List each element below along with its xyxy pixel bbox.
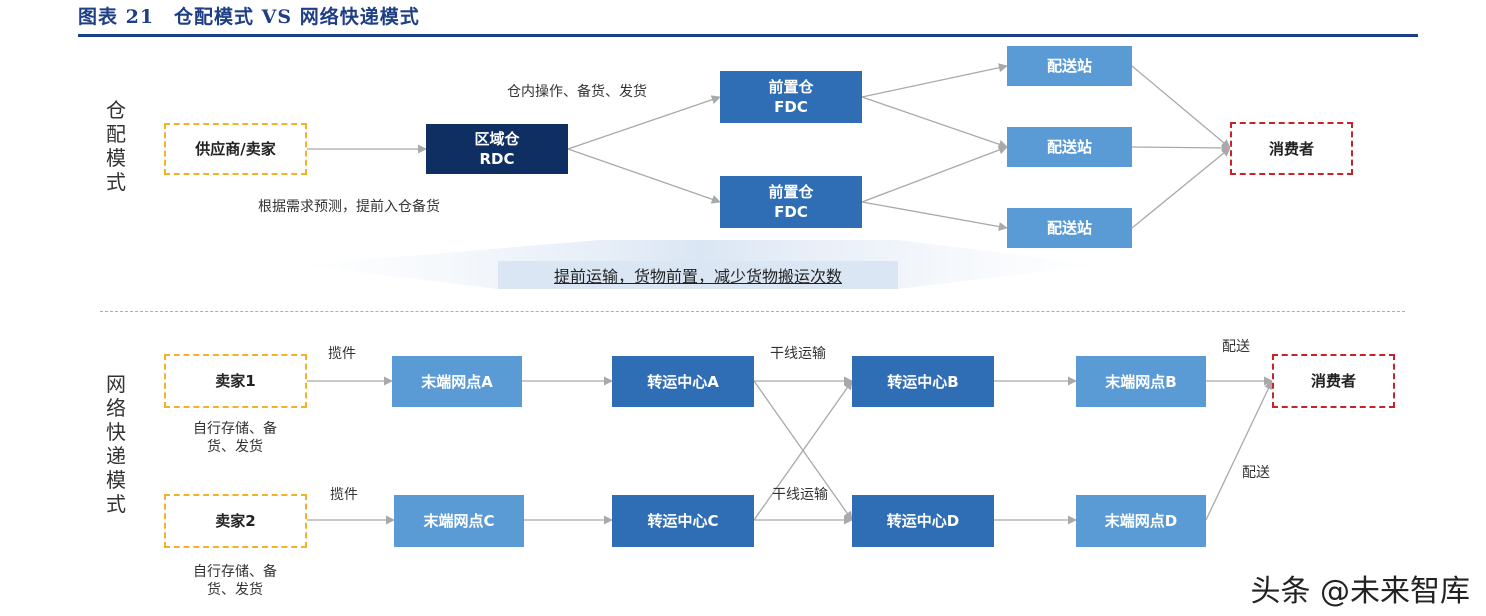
- side-char: 仓: [106, 98, 126, 122]
- supplier-box: 供应商/卖家: [164, 123, 307, 175]
- rdc-box: 区域仓 RDC: [426, 124, 568, 174]
- trunk-label-1: 干线运输: [770, 346, 826, 362]
- figure-title: 图表 21 仓配模式 VS 网络快递模式: [78, 6, 420, 28]
- trunk-label-2: 干线运输: [772, 487, 828, 503]
- node-d-box: 末端网点D: [1076, 495, 1206, 547]
- edge-fdc2-st2: [861, 145, 1008, 203]
- station-box-1: 配送站: [1007, 46, 1132, 86]
- node-b-box: 末端网点B: [1076, 356, 1206, 407]
- consumer-box-express: 消费者: [1272, 354, 1395, 408]
- fdc-label-cn: 前置仓: [768, 183, 814, 201]
- self-store-line: 货、发货: [207, 582, 263, 598]
- side-char: 网: [106, 372, 126, 396]
- fdc-label-en: FDC: [774, 203, 808, 221]
- self-store-line: 货、发货: [207, 439, 263, 455]
- pickup-label-2: 揽件: [330, 487, 358, 503]
- edge-fdc1-st2: [861, 96, 1008, 149]
- watermark: 头条 @未来智库: [1250, 574, 1470, 609]
- side-char: 式: [106, 492, 126, 516]
- hub-d-box: 转运中心D: [852, 495, 994, 547]
- ops-label: 仓内操作、备货、发货: [507, 84, 647, 100]
- edge-rdc-fdc1: [567, 95, 721, 150]
- edge-fdc2-st3: [861, 201, 1008, 232]
- side-char: 模: [106, 468, 126, 492]
- hub-c-box: 转运中心C: [612, 495, 754, 547]
- deliver-label-1: 配送: [1222, 339, 1250, 355]
- side-char: 配: [106, 122, 126, 146]
- fdc-box-1: 前置仓 FDC: [720, 71, 862, 123]
- hub-b-box: 转运中心B: [852, 356, 994, 407]
- side-char: 络: [106, 396, 126, 420]
- warehouse-side-label: 仓 配 模 式: [104, 98, 128, 194]
- deliver-label-2: 配送: [1242, 465, 1270, 481]
- edge-fdc1-st1: [861, 63, 1008, 98]
- edge-st3-consumer: [1131, 147, 1231, 229]
- section-divider: [100, 311, 1405, 312]
- edge-nodeD-consumer: [1205, 380, 1273, 521]
- edge-st1-consumer: [1131, 65, 1231, 149]
- node-c-box: 末端网点C: [394, 495, 524, 547]
- edge-hubC-hubB: [753, 380, 853, 521]
- side-char: 递: [106, 444, 126, 468]
- hub-a-box: 转运中心A: [612, 356, 754, 407]
- fdc-box-2: 前置仓 FDC: [720, 176, 862, 228]
- node-a-box: 末端网点A: [392, 356, 522, 407]
- forecast-label: 根据需求预测，提前入仓备货: [258, 199, 440, 215]
- self-store-line: 自行存储、备: [193, 564, 277, 580]
- seller1-box: 卖家1: [164, 354, 307, 408]
- rdc-label-en: RDC: [479, 150, 515, 168]
- seller2-box: 卖家2: [164, 494, 307, 548]
- express-side-label: 网 络 快 递 模 式: [104, 372, 128, 516]
- side-char: 快: [106, 420, 126, 444]
- side-char: 模: [106, 146, 126, 170]
- edge-rdc-fdc2: [567, 148, 721, 204]
- rdc-label-cn: 区域仓: [474, 130, 520, 148]
- title-rule: [78, 34, 1418, 37]
- consumer-box-warehouse: 消费者: [1230, 122, 1353, 175]
- station-box-3: 配送站: [1007, 208, 1132, 248]
- self-store-label-1: 自行存储、备 货、发货: [180, 420, 290, 456]
- station-box-2: 配送站: [1007, 127, 1132, 167]
- self-store-line: 自行存储、备: [193, 421, 277, 437]
- self-store-label-2: 自行存储、备 货、发货: [180, 563, 290, 599]
- fdc-label-cn: 前置仓: [768, 78, 814, 96]
- edge-st2-consumer: [1131, 143, 1231, 153]
- pickup-label-1: 揽件: [328, 346, 356, 362]
- fdc-label-en: FDC: [774, 98, 808, 116]
- side-char: 式: [106, 170, 126, 194]
- banner-text: 提前运输，货物前置，减少货物搬运次数: [498, 261, 898, 289]
